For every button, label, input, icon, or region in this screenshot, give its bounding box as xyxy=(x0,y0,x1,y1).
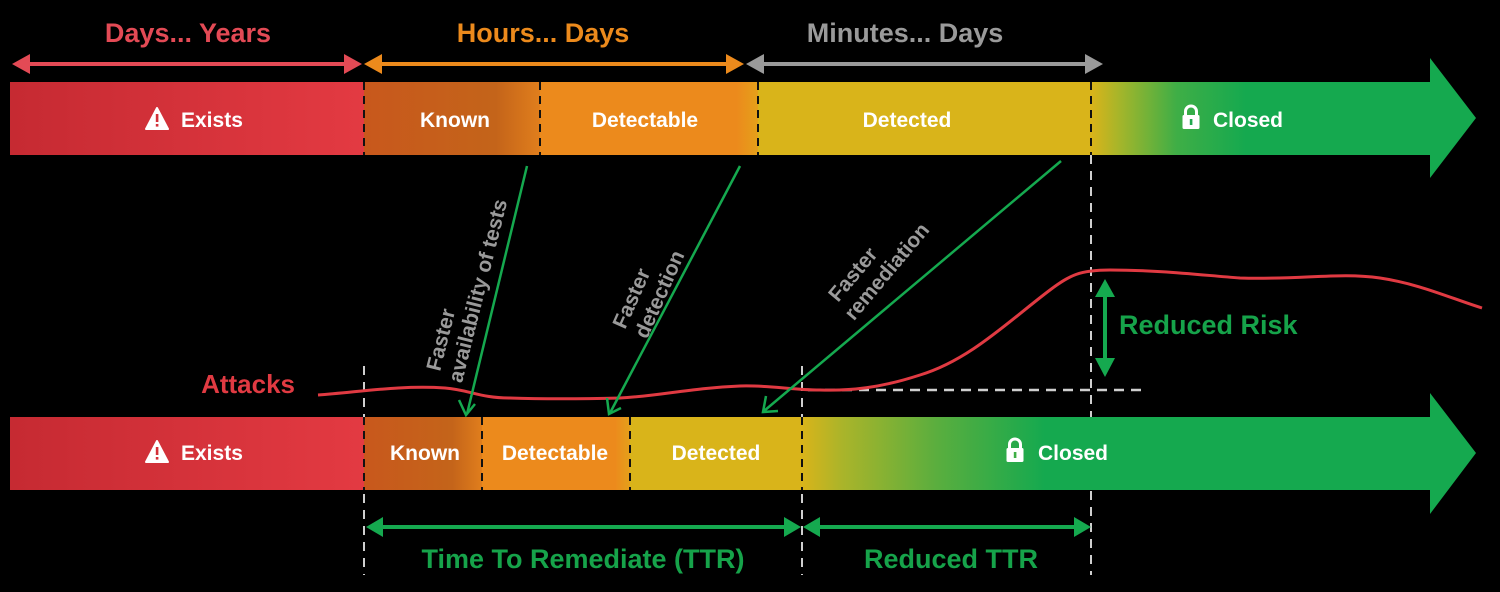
segment-known xyxy=(364,417,482,490)
segment-label-detected: Detected xyxy=(672,442,761,465)
segment-label-known: Known xyxy=(420,109,490,132)
range-hours-days: Hours... Days xyxy=(364,18,744,74)
reduced-ttr-label: Reduced TTR xyxy=(864,544,1038,574)
segment-label-closed: Closed xyxy=(1213,109,1283,132)
arrow-right-icon xyxy=(726,54,744,74)
segment-closed xyxy=(802,393,1476,514)
arrowhead-icon xyxy=(761,395,779,414)
reduced-risk: Reduced Risk xyxy=(1095,279,1299,377)
reduced-risk-label: Reduced Risk xyxy=(1119,310,1299,340)
arrow-down-icon xyxy=(1095,358,1115,377)
ttr-label: Time To Remediate (TTR) xyxy=(421,544,744,574)
arrow-up-icon xyxy=(1095,279,1115,297)
arrow-left-icon xyxy=(12,54,30,74)
faster-tests-arrow xyxy=(457,165,529,418)
segment-label-exists: Exists xyxy=(181,109,243,132)
warning-icon xyxy=(145,440,169,463)
arrow-left-icon xyxy=(803,517,820,537)
arrowhead-icon xyxy=(457,399,476,418)
attacks-curve xyxy=(317,268,1483,401)
range-minutes-days: Minutes... Days xyxy=(746,18,1103,74)
arrow-right-icon xyxy=(1074,517,1091,537)
segment-label-closed: Closed xyxy=(1038,442,1108,465)
arrow-right-icon xyxy=(784,517,801,537)
segment-label-detectable: Detectable xyxy=(592,109,698,132)
faster-remediation-arrow xyxy=(761,160,1062,414)
segment-closed xyxy=(1092,58,1476,178)
lock-icon xyxy=(1006,437,1024,462)
arrowhead-icon xyxy=(605,397,622,416)
bottom-timeline: Exists Known Detectable Detected Closed xyxy=(10,393,1476,514)
top-timeline: Exists Known Detectable Detected Closed xyxy=(10,58,1476,178)
range-days-years: Days... Years xyxy=(12,18,362,74)
attacks-label: Attacks xyxy=(201,369,295,399)
range-label-hours-days: Hours... Days xyxy=(457,18,630,48)
note-faster-detection: Faster detection xyxy=(609,247,690,342)
arrow-left-icon xyxy=(364,54,382,74)
segment-label-detected: Detected xyxy=(863,109,952,132)
svg-text:availability of tests: availability of tests xyxy=(444,197,512,385)
segment-detectable xyxy=(482,417,630,490)
faster-detection-arrow xyxy=(605,165,742,416)
guide-lines xyxy=(363,155,1146,575)
arrow-right-icon xyxy=(1085,54,1103,74)
warning-icon xyxy=(145,107,169,130)
segment-detected xyxy=(758,82,1092,155)
reduced-ttr-range: Reduced TTR xyxy=(803,517,1091,574)
segment-label-detectable: Detectable xyxy=(502,442,608,465)
arrow-right-icon xyxy=(344,54,362,74)
ttr-range: Time To Remediate (TTR) xyxy=(366,517,801,574)
segment-label-exists: Exists xyxy=(181,442,243,465)
segment-exists xyxy=(10,82,364,155)
segment-exists xyxy=(10,417,364,490)
lock-icon xyxy=(1182,104,1200,129)
segment-label-known: Known xyxy=(390,442,460,465)
range-label-minutes-days: Minutes... Days xyxy=(807,18,1004,48)
arrow-left-icon xyxy=(366,517,383,537)
segment-detectable xyxy=(540,82,758,155)
segment-detected xyxy=(630,417,802,490)
segment-known xyxy=(364,82,540,155)
note-faster-remediation: Faster remediation xyxy=(824,219,934,325)
arrow-left-icon xyxy=(746,54,764,74)
range-label-days-years: Days... Years xyxy=(105,18,271,48)
